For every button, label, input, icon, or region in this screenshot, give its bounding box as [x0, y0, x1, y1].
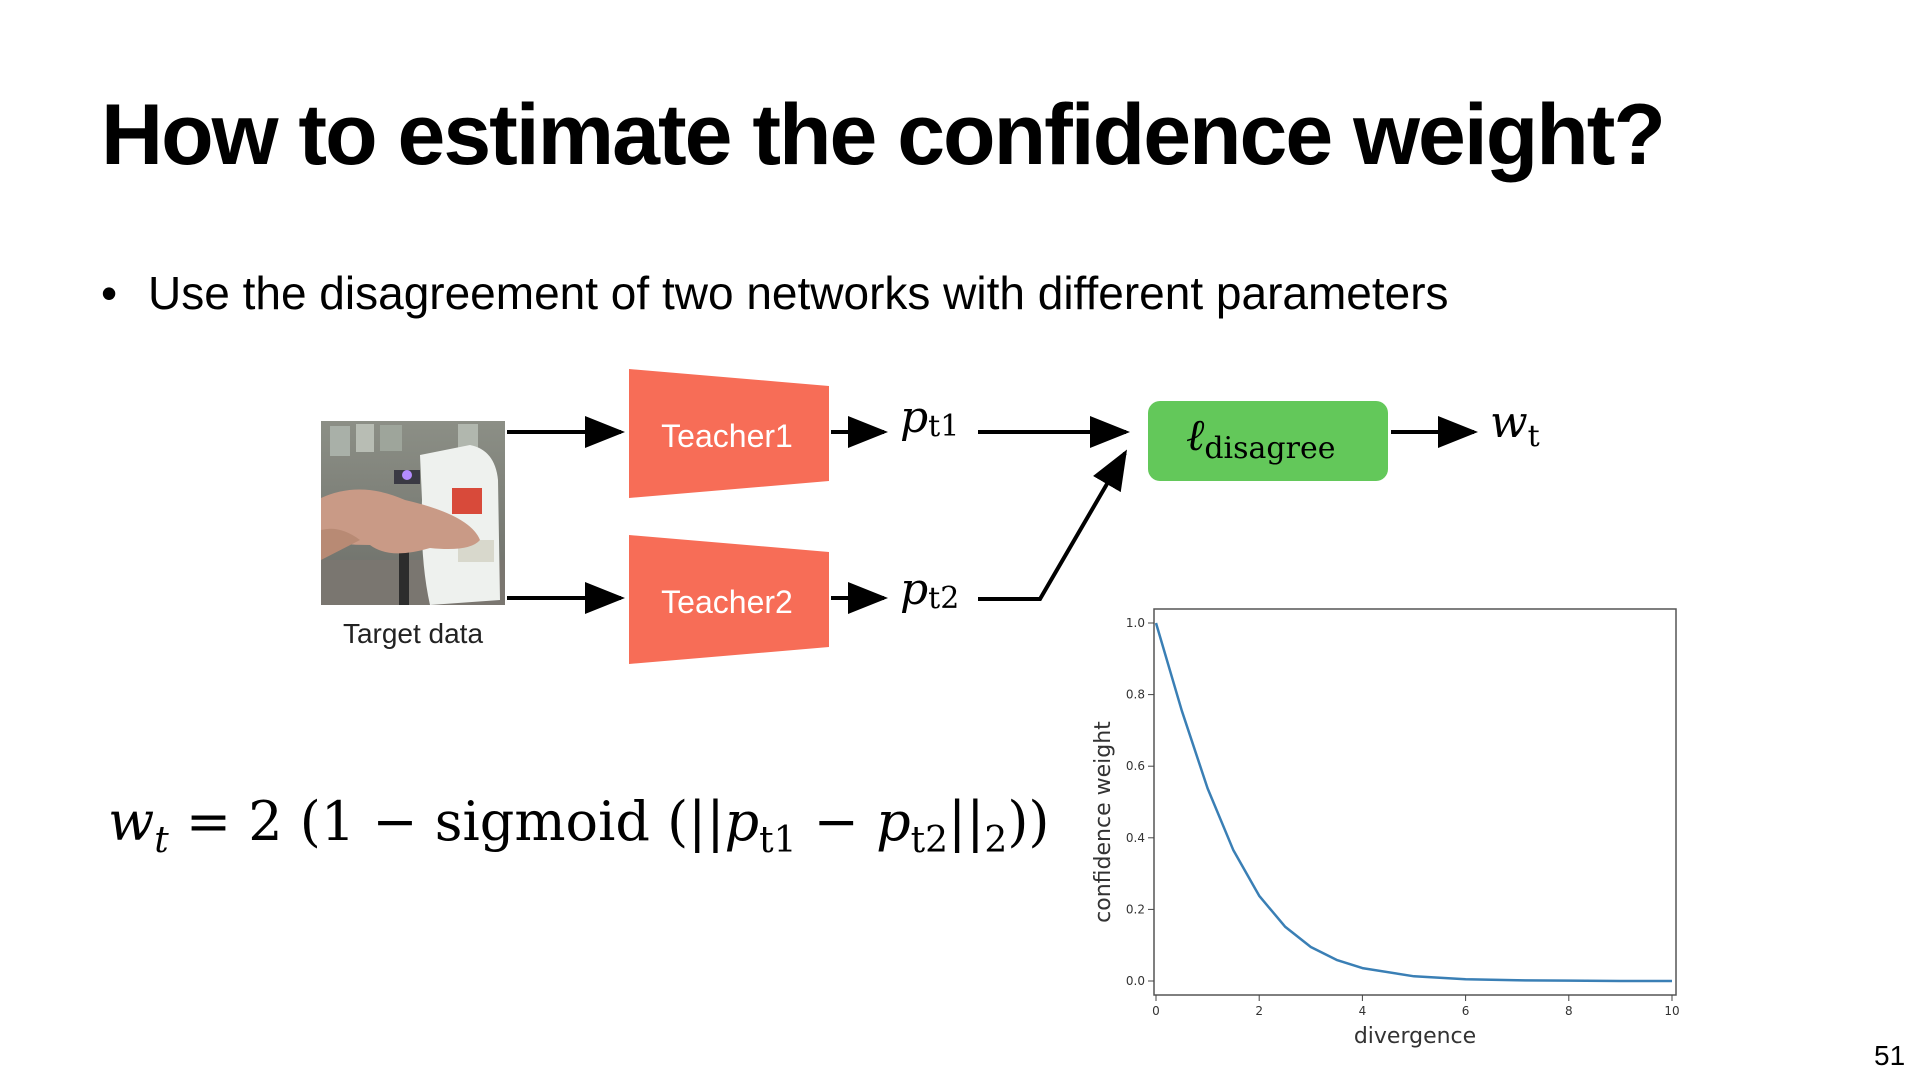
y-tick-label: 0.0 [1126, 974, 1145, 988]
bullet-item: • Use the disagreement of two networks wi… [101, 270, 1449, 316]
teacher1-block [629, 369, 829, 498]
bullet-dot: • [101, 267, 118, 319]
bullet-text: Use the disagreement of two networks wit… [148, 267, 1449, 319]
target-data-image [321, 421, 505, 605]
disagree-loss-block [1148, 401, 1388, 481]
p-t2-label: pt2 [900, 564, 959, 616]
page-number: 51 [1874, 1040, 1906, 1071]
x-tick-label: 0 [1152, 1004, 1160, 1018]
slide-title: How to estimate the confidence weight? [101, 87, 1666, 183]
teacher2-label: Teacher2 [661, 584, 793, 620]
y-axis-label: confidence weight [1091, 721, 1116, 923]
x-tick-label: 10 [1664, 1004, 1679, 1018]
p-t1-label: pt1 [900, 392, 959, 444]
chart-frame [1153, 608, 1677, 996]
y-tick-label: 1.0 [1126, 616, 1145, 630]
confidence-weight-chart: 0.0 0.2 0.4 0.6 0.8 1.0 0 2 4 6 8 10 divergence confi… [1091, 608, 1680, 1049]
y-tick-label: 0.4 [1126, 831, 1145, 845]
y-tick-label: 0.2 [1126, 902, 1145, 916]
y-tick-label: 0.6 [1126, 759, 1145, 773]
teacher2-block [629, 535, 829, 664]
target-data-caption: Target data [343, 618, 484, 649]
confidence-weight-curve [1154, 622, 1672, 983]
x-axis-label: divergence [1354, 1024, 1476, 1049]
x-tick-label: 8 [1565, 1004, 1573, 1018]
teacher1-label: Teacher1 [661, 418, 793, 454]
weight-formula: wt = 2 (1 − sigmoid (||pt1 − pt2||2)) [108, 790, 1050, 861]
x-tick-label: 2 [1255, 1004, 1263, 1018]
disagree-loss-label: ℓdisagree [1186, 410, 1335, 466]
arrow-p2-to-loss [978, 449, 1128, 601]
y-tick-label: 0.8 [1126, 688, 1145, 702]
x-tick-label: 6 [1462, 1004, 1470, 1018]
weight-output-label: wt [1490, 397, 1540, 454]
x-tick-label: 4 [1359, 1004, 1367, 1018]
